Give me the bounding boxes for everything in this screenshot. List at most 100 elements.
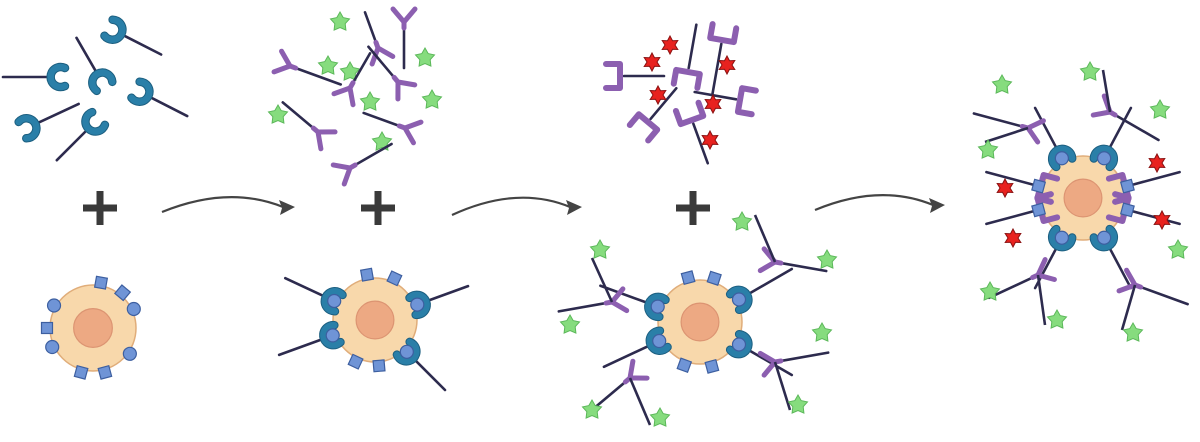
square-receptor-icon <box>73 364 89 380</box>
cell-nucleus <box>1063 178 1103 218</box>
green-star-label-icon <box>979 280 1001 301</box>
primary-antibody-icon <box>599 284 670 322</box>
antibody-arm <box>645 293 669 321</box>
round-receptor-icon <box>327 293 342 309</box>
antibody-arm <box>1090 225 1118 251</box>
primary-antibody-icon <box>100 15 163 56</box>
square-receptor-icon <box>680 270 696 286</box>
antibody-arm <box>646 327 671 354</box>
antibody-tail <box>363 10 378 46</box>
green-star-label-icon <box>1167 238 1189 259</box>
antibody-tail <box>777 351 830 363</box>
cell-nucleus <box>73 308 113 348</box>
primary-antibody-icon <box>602 326 672 369</box>
green-star-label-icon <box>816 248 838 269</box>
antibody-arm <box>1048 145 1076 171</box>
primary-antibody-icon <box>283 276 347 316</box>
round-receptor-icon <box>731 337 747 352</box>
plus-icon <box>361 191 395 225</box>
secondary-antibody-icon <box>672 99 710 165</box>
antibody-tail <box>352 142 393 168</box>
red-star-label-icon <box>643 51 661 73</box>
green-star-label-icon <box>811 321 833 342</box>
round-receptor-icon <box>46 298 62 313</box>
secondary-antibody-icon <box>1116 267 1189 306</box>
antibody-tail <box>557 301 610 313</box>
square-receptor-icon <box>1119 202 1135 218</box>
secondary-antibody-icon <box>363 10 396 67</box>
antibody-tail <box>987 275 1036 300</box>
antibody-arm <box>670 66 703 91</box>
green-star-label-icon <box>991 73 1013 94</box>
red-star-label-icon <box>1153 209 1171 231</box>
square-receptor-icon <box>676 357 693 374</box>
secondary-antibody-icon <box>987 257 1057 300</box>
antibody-tail <box>362 111 403 128</box>
green-star-label-icon <box>731 210 753 231</box>
green-star-label-icon <box>1046 308 1068 329</box>
secondary-antibody-icon <box>362 111 424 146</box>
square-receptor-icon <box>347 353 364 370</box>
primary-antibody-icon <box>405 284 470 320</box>
square-receptor-icon <box>113 284 132 302</box>
square-receptor-icon <box>1031 178 1047 194</box>
secondary-antibody-icon <box>271 48 343 86</box>
square-receptor-icon <box>40 321 54 335</box>
antibody-tail <box>277 337 326 357</box>
square-receptor-icon <box>706 270 722 286</box>
antibody-tail <box>693 90 738 101</box>
secondary-antibody-icon <box>693 85 759 118</box>
antibody-tail <box>649 86 678 121</box>
round-receptor-icon <box>1097 151 1112 166</box>
square-receptor-icon <box>359 267 375 282</box>
antibody-tail <box>753 214 777 263</box>
primary-antibody-icon <box>1 62 70 92</box>
antibody-arm <box>707 21 740 46</box>
antibody-arm <box>330 162 358 187</box>
green-star-label-icon <box>329 10 351 31</box>
antibody-tail <box>367 45 397 81</box>
antibody-arm <box>128 78 153 105</box>
antibody-tail <box>1137 285 1189 306</box>
secondary-antibody-icon <box>626 86 678 144</box>
antibody-arm <box>1090 145 1118 171</box>
antibody-tail <box>773 361 792 411</box>
antibody-arm <box>393 338 420 365</box>
secondary-antibody-icon <box>1090 93 1160 142</box>
green-star-label-icon <box>359 90 381 111</box>
red-star-label-icon <box>701 129 719 151</box>
antibody-tail <box>1128 170 1181 187</box>
red-star-label-icon <box>704 93 722 115</box>
green-star-label-icon <box>317 54 339 75</box>
antibody-tail <box>411 356 447 392</box>
round-receptor-icon <box>650 299 665 314</box>
square-receptor-icon <box>97 364 113 380</box>
green-star-label-icon <box>421 88 443 109</box>
antibody-tail <box>985 170 1038 187</box>
secondary-antibody-icon <box>670 23 703 91</box>
green-star-label-icon <box>1122 321 1144 342</box>
antibody-arm <box>331 80 356 108</box>
antibody-tail <box>424 284 470 303</box>
secondary-antibody-icon <box>557 286 630 314</box>
antibody-arm <box>15 115 40 142</box>
square-receptor-icon <box>1031 202 1047 218</box>
green-star-label-icon <box>371 130 393 151</box>
secondary-antibody-icon <box>390 6 418 70</box>
antibody-tail <box>599 284 651 305</box>
cell-nucleus <box>355 300 395 340</box>
antibody-tail <box>687 23 698 70</box>
antibody-arm <box>82 108 109 135</box>
round-receptor-icon <box>652 333 667 349</box>
primary-antibody-icon <box>725 329 794 377</box>
primary-antibody-icon <box>75 36 117 96</box>
antibody-arm <box>271 48 299 75</box>
red-star-label-icon <box>718 54 736 76</box>
antibody-arm <box>321 288 346 315</box>
primary-antibody-icon <box>1089 106 1133 172</box>
antibody-tail <box>55 127 90 162</box>
primary-antibody-icon <box>392 337 447 392</box>
round-receptor-icon <box>399 344 414 359</box>
cell-nucleus <box>680 302 720 342</box>
